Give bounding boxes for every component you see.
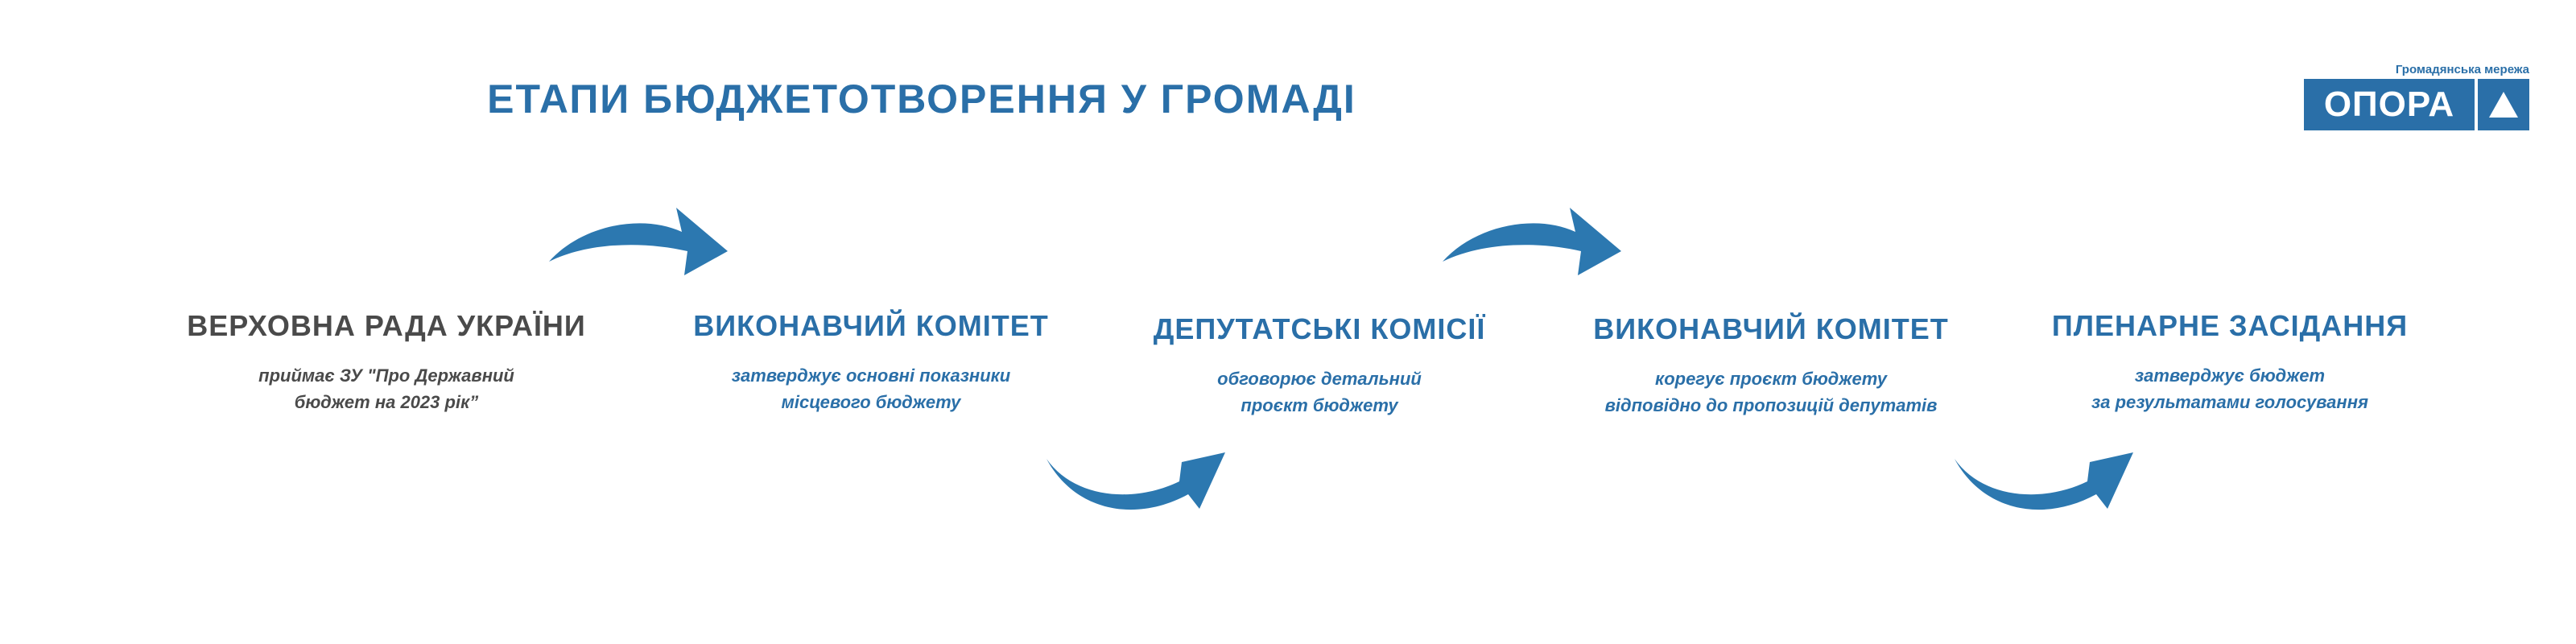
curved-arrow-up-icon	[1443, 208, 1621, 275]
stage-title: ВЕРХОВНА РАДА УКРАЇНИ	[187, 309, 586, 342]
stage-description: корегує проєкт бюджету відповідно до про…	[1530, 365, 2013, 419]
stage-title: ПЛЕНАРНЕ ЗАСІДАННЯ	[2051, 309, 2409, 342]
stage-description-line: місцевого бюджету	[781, 392, 961, 412]
stage-description-line: приймає ЗУ "Про Державний	[258, 365, 514, 386]
stage-description-line: за результатами голосування	[2091, 392, 2368, 412]
stage-title: ВИКОНАВЧИЙ КОМІТЕТ	[693, 309, 1049, 342]
curved-arrow-down-icon	[1046, 452, 1225, 510]
opora-logo: Громадянська мережа ОПОРА	[2304, 63, 2529, 130]
page-title: ЕТАПИ БЮДЖЕТОТВОРЕННЯ У ГРОМАДІ	[487, 76, 1356, 122]
stage-executive-committee-1: ВИКОНАВЧИЙ КОМІТЕТ затверджує основні по…	[630, 309, 1113, 415]
stage-description-line: затверджує бюджет	[2134, 365, 2326, 386]
stage-verkhovna-rada: ВЕРХОВНА РАДА УКРАЇНИ приймає ЗУ "Про Де…	[145, 309, 628, 415]
stage-deputy-commissions: ДЕПУТАТСЬКІ КОМІСІЇ обговорює детальний …	[1078, 312, 1561, 419]
curved-arrow-down-icon	[1955, 452, 2133, 510]
logo-triangle-icon	[2478, 79, 2529, 130]
stage-executive-committee-2: ВИКОНАВЧИЙ КОМІТЕТ корегує проєкт бюджет…	[1530, 312, 2013, 419]
stage-description-line: корегує проєкт бюджету	[1655, 369, 1887, 389]
stage-title: ВИКОНАВЧИЙ КОМІТЕТ	[1593, 312, 1949, 345]
stage-description-line: обговорює детальний	[1217, 369, 1422, 389]
stage-description-line: бюджет на 2023 рік”	[294, 392, 479, 412]
stage-plenary-session: ПЛЕНАРНЕ ЗАСІДАННЯ затверджує бюджет за …	[1988, 309, 2471, 415]
logo-subtitle: Громадянська мережа	[2395, 63, 2529, 76]
stage-description: затверджує основні показники місцевого б…	[630, 362, 1113, 415]
stage-description: обговорює детальний проєкт бюджету	[1078, 365, 1561, 419]
stage-description: приймає ЗУ "Про Державний бюджет на 2023…	[145, 362, 628, 415]
logo-name: ОПОРА	[2304, 79, 2475, 130]
stage-description-line: відповідно до пропозицій депутатів	[1604, 395, 1938, 415]
stage-description-line: затверджує основні показники	[731, 365, 1011, 386]
stage-description-line: проєкт бюджету	[1241, 395, 1398, 415]
curved-arrow-up-icon	[549, 208, 728, 275]
stage-title: ДЕПУТАТСЬКІ КОМІСІЇ	[1153, 312, 1486, 345]
stage-description: затверджує бюджет за результатами голосу…	[1988, 362, 2471, 415]
